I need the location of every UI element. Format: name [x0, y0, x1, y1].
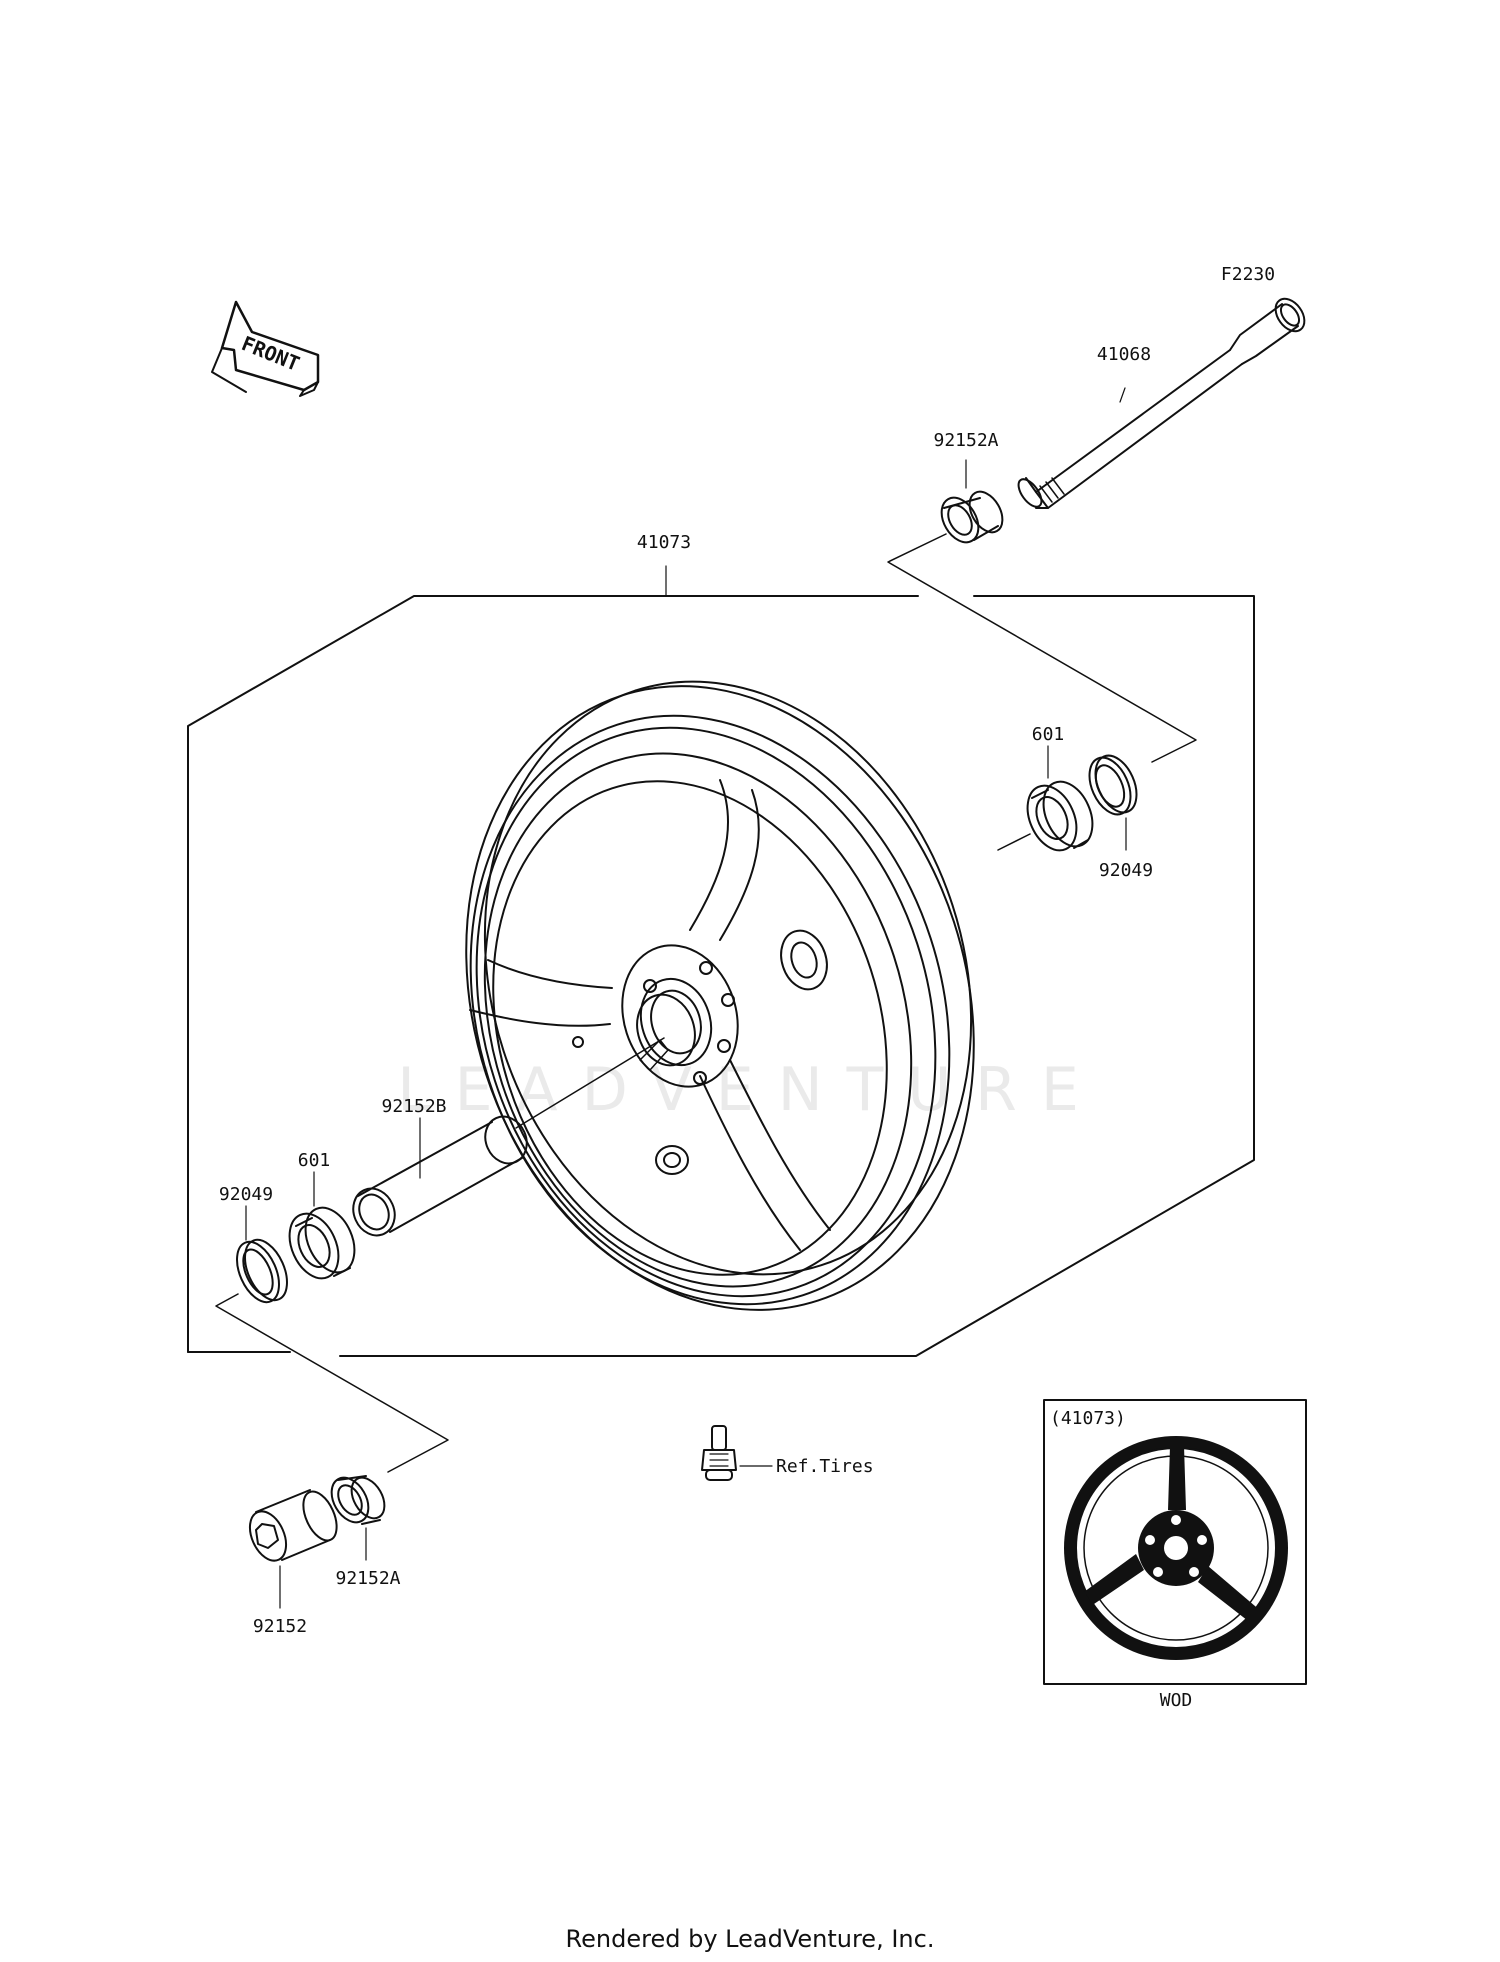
label-axle: 41068: [1097, 344, 1151, 365]
front-arrow-icon: FRONT: [211, 300, 320, 397]
axle-part: [1017, 297, 1306, 509]
label-nut: 92152: [253, 1616, 307, 1637]
label-collar-top: 92152A: [933, 430, 998, 451]
label-bearing-left: 601: [298, 1150, 331, 1171]
collar-bottom-part: [330, 1475, 386, 1525]
label-wheel: 41073: [637, 532, 691, 553]
label-bearing-right: 601: [1032, 724, 1065, 745]
nut-part: [248, 1489, 338, 1562]
inset-caption: WOD: [1160, 1690, 1193, 1711]
spacer-part: [352, 1115, 528, 1237]
front-wheel-part: [465, 680, 975, 1311]
seal-left-part: [236, 1238, 288, 1304]
footer-credit: Rendered by LeadVenture, Inc.: [565, 1925, 935, 1953]
collar-top-part: [940, 490, 1004, 544]
label-spacer: 92152B: [381, 1096, 446, 1117]
inset-part-ref: (41073): [1050, 1408, 1126, 1429]
label-seal-right: 92049: [1099, 860, 1153, 881]
bearing-right-part: [1026, 780, 1094, 852]
bearing-left-part: [288, 1206, 356, 1280]
label-seal-left: 92049: [219, 1184, 273, 1205]
seal-right-part: [1088, 754, 1138, 816]
inset-box: [1043, 1399, 1307, 1685]
ref-tires-label: Ref.Tires: [776, 1456, 874, 1477]
label-collar-bottom: 92152A: [335, 1568, 400, 1589]
diagram-code: F2230: [1221, 264, 1275, 285]
valve-stem-part: [701, 1425, 737, 1481]
inset-wheel-icon: [1064, 1436, 1288, 1660]
